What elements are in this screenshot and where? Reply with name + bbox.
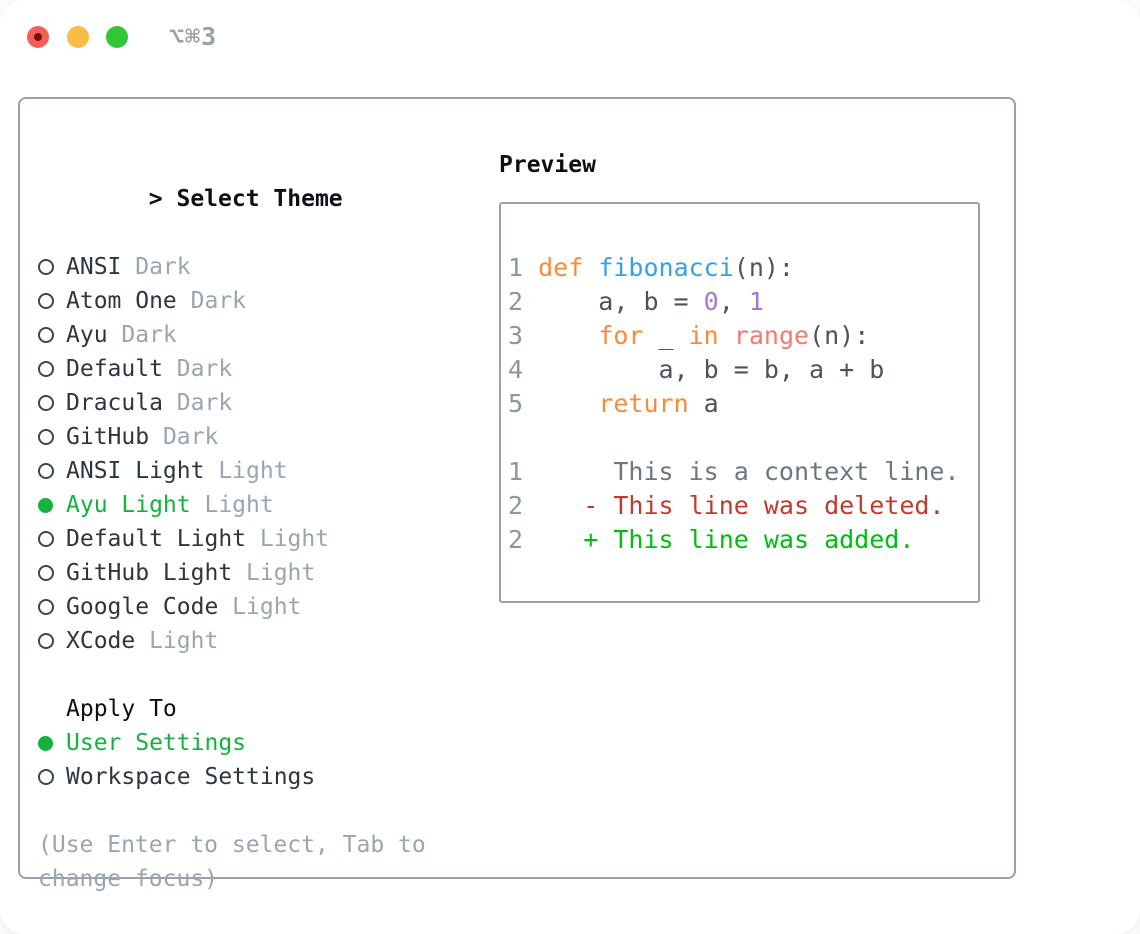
preview-code-line: 1 This is a context line.	[508, 455, 972, 489]
line-number: 2	[508, 287, 524, 316]
spacer	[38, 794, 486, 828]
radio-icon	[38, 633, 66, 649]
radio-icon	[38, 429, 66, 445]
radio-icon	[38, 463, 66, 479]
titlebar: ⌥⌘3	[0, 0, 1140, 74]
preview-code-line: 2 + This line was added.	[508, 523, 972, 557]
preview-code-line	[508, 421, 972, 455]
preview-title: Preview	[499, 152, 596, 178]
option-label: Default Light	[66, 526, 247, 552]
theme-item-xcode[interactable]: XCode Light	[38, 624, 486, 658]
preview-code-line: 3 for _ in range(n):	[508, 319, 972, 353]
theme-item-github-light[interactable]: GitHub Light Light	[38, 556, 486, 590]
line-number: 4	[508, 355, 524, 384]
select-theme-header: > Select Theme	[38, 148, 486, 250]
theme-variant-label: Dark	[121, 322, 177, 348]
option-label: GitHub	[66, 424, 150, 450]
theme-item-ayu-light[interactable]: Ayu Light Light	[38, 488, 486, 522]
preview-code-line: 5 return a	[508, 387, 972, 421]
preview-code-line: 4 a, b = b, a + b	[508, 353, 972, 387]
option-label: GitHub Light	[66, 560, 233, 586]
apply-option-workspace-settings[interactable]: Workspace Settings	[38, 760, 486, 794]
theme-variant-label: Light	[149, 628, 219, 654]
apply-to-title: Apply To	[66, 696, 177, 722]
line-number: 1	[508, 457, 524, 486]
theme-variant-label: Dark	[162, 424, 219, 450]
radio-icon	[38, 531, 66, 547]
radio-icon	[38, 565, 66, 581]
theme-variant-label: Light	[204, 492, 274, 518]
preview-code-line: 2 - This line was deleted.	[508, 489, 972, 523]
window-shortcut-label: ⌥⌘3	[169, 22, 218, 51]
option-label: Google Code	[66, 594, 219, 620]
option-label: Workspace Settings	[66, 764, 316, 790]
option-label: Default	[66, 356, 163, 382]
maximize-button[interactable]	[106, 26, 128, 48]
radio-icon	[38, 361, 66, 377]
apply-option-user-settings[interactable]: User Settings	[38, 726, 486, 760]
option-label: Dracula	[66, 390, 163, 416]
option-label: Ayu	[66, 322, 108, 348]
option-label: ANSI Light	[66, 458, 205, 484]
option-label: Ayu Light	[66, 492, 191, 518]
option-label: User Settings	[66, 730, 247, 756]
theme-item-ansi-light[interactable]: ANSI Light Light	[38, 454, 486, 488]
spacer	[38, 658, 486, 692]
apply-to-header: Apply To	[38, 692, 486, 726]
theme-variant-label: Light	[218, 458, 288, 484]
radio-icon	[38, 327, 66, 343]
radio-icon	[38, 769, 66, 785]
theme-item-google-code[interactable]: Google Code Light	[38, 590, 486, 624]
theme-variant-label: Light	[232, 594, 302, 620]
radio-icon	[38, 395, 66, 411]
theme-variant-label: Light	[246, 560, 316, 586]
radio-icon	[38, 259, 66, 275]
select-theme-title: Select Theme	[176, 186, 343, 212]
theme-item-default-light[interactable]: Default Light Light	[38, 522, 486, 556]
theme-item-ansi[interactable]: ANSI Dark	[38, 250, 486, 284]
minimize-button[interactable]	[67, 26, 89, 48]
radio-icon	[38, 293, 66, 309]
radio-selected-icon	[38, 735, 66, 751]
theme-item-ayu[interactable]: Ayu Dark	[38, 318, 486, 352]
close-button[interactable]	[27, 26, 49, 48]
help-text: (Use Enter to select, Tab to change focu…	[38, 832, 426, 892]
theme-variant-label: Light	[259, 526, 330, 552]
theme-variant-label: Dark	[176, 356, 233, 382]
line-number: 2	[508, 491, 524, 520]
theme-variant-label: Dark	[190, 288, 247, 314]
radio-selected-icon	[38, 497, 66, 513]
line-number: 1	[508, 253, 524, 282]
focus-caret: >	[148, 186, 163, 212]
line-number: 2	[508, 525, 524, 554]
line-number: 3	[508, 321, 524, 350]
theme-item-default[interactable]: Default Dark	[38, 352, 486, 386]
option-label: Atom One	[66, 288, 177, 314]
line-number: 5	[508, 389, 524, 418]
unsaved-dot-icon	[34, 33, 42, 41]
theme-item-atom-one[interactable]: Atom One Dark	[38, 284, 486, 318]
radio-icon	[38, 599, 66, 615]
theme-variant-label: Dark	[135, 254, 191, 280]
option-label: ANSI	[66, 254, 122, 280]
theme-item-dracula[interactable]: Dracula Dark	[38, 386, 486, 420]
preview-code-line: 2 a, b = 0, 1	[508, 285, 972, 319]
option-label: XCode	[66, 628, 136, 654]
theme-item-github[interactable]: GitHub Dark	[38, 420, 486, 454]
theme-variant-label: Dark	[176, 390, 233, 416]
